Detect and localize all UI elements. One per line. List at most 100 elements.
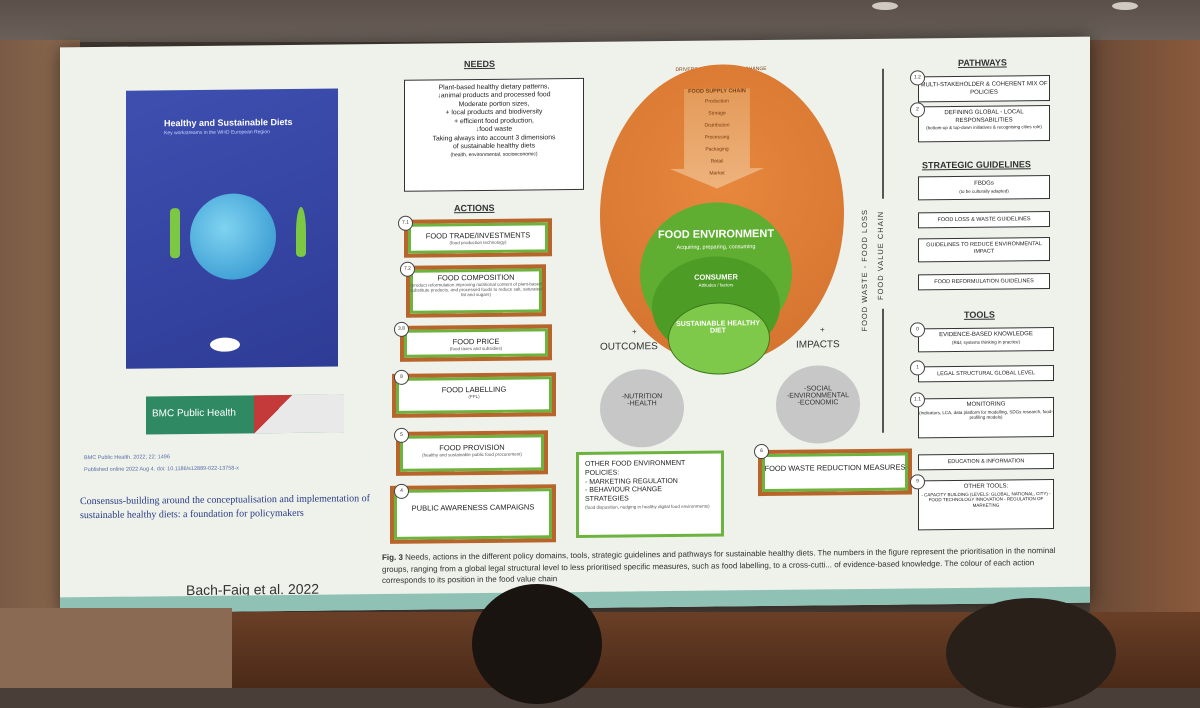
needs-box: Plant-based healthy dietary patterns, ↓a… bbox=[404, 77, 584, 192]
action-public-awareness: PUBLIC AWARENESS CAMPAIGNS bbox=[390, 484, 556, 544]
pathway-sub: (bottom-up & top-down initiatives & reco… bbox=[926, 124, 1042, 131]
priority-number: 8 bbox=[394, 369, 409, 385]
pathway-text: DEFINING GLOBAL - LOCAL RESPONSABILITIES bbox=[944, 109, 1024, 124]
chain-step: Distribution bbox=[704, 122, 730, 129]
figure-caption: Fig. 3 Needs, actions in the different p… bbox=[382, 545, 1062, 587]
tool-box: LEGAL STRUCTURAL GLOBAL LEVEL bbox=[918, 364, 1054, 383]
action-food-labelling: FOOD LABELLING (FPL) bbox=[392, 372, 556, 418]
chain-step: Market bbox=[709, 170, 725, 177]
globe-icon bbox=[190, 193, 276, 281]
action-sub: (food taxes and subsidies) bbox=[449, 345, 503, 352]
tools-header: TOOLS bbox=[964, 309, 995, 320]
priority-number: 5 bbox=[394, 427, 409, 443]
bmc-label: BMC Public Health bbox=[152, 407, 236, 420]
needs-line: (health, environmental, socioeconomic) bbox=[450, 151, 538, 159]
bmc-banner: BMC Public Health bbox=[146, 394, 344, 435]
priority-number: 4 bbox=[394, 483, 409, 499]
guideline-text: FOOD LOSS & WASTE GUIDELINES bbox=[937, 216, 1031, 224]
outcome-item: -HEALTH bbox=[627, 400, 657, 408]
chain-step: Processing bbox=[704, 134, 730, 141]
needs-header: NEEDS bbox=[464, 58, 496, 70]
tool-sub: - CAPACITY BUILDING (LEVELS: GLOBAL, NAT… bbox=[921, 490, 1051, 508]
tool-text: EDUCATION & INFORMATION bbox=[947, 458, 1025, 466]
actions-header: ACTIONS bbox=[454, 202, 495, 214]
action-sub: (FPL) bbox=[468, 393, 480, 400]
spoon-icon bbox=[296, 206, 306, 257]
fork-icon bbox=[170, 208, 180, 259]
food-environment-label: FOOD ENVIRONMENT bbox=[657, 227, 775, 242]
ceiling-light bbox=[872, 2, 898, 10]
action-title: FOOD PRICE bbox=[452, 336, 500, 347]
tool-text: LEGAL STRUCTURAL GLOBAL LEVEL bbox=[937, 370, 1035, 378]
action-food-composition: FOOD COMPOSITION (product reformulation … bbox=[406, 264, 546, 318]
guideline-box: FOOD REFORMULATION GUIDELINES bbox=[918, 273, 1050, 291]
journal-ref[interactable]: BMC Public Health. 2022; 22: 1496 bbox=[84, 454, 170, 462]
chain-step: Storage bbox=[708, 110, 726, 117]
audience-head bbox=[472, 584, 602, 704]
impacts-plus: + bbox=[820, 325, 825, 335]
action-title: FOOD LABELLING bbox=[441, 384, 507, 395]
action-food-provision: FOOD PROVISION (healthy and sustainable … bbox=[396, 430, 548, 476]
action-title: FOOD WASTE REDUCTION MEASURES bbox=[764, 462, 906, 474]
policy-sub: (food disposition, nudging in healthy di… bbox=[585, 503, 710, 510]
lectern bbox=[0, 608, 232, 688]
wall-right bbox=[1090, 40, 1200, 620]
tool-box: MONITORING (indicators, LCA, data platfo… bbox=[918, 396, 1054, 439]
priority-number: 7.2 bbox=[400, 261, 415, 277]
diet-circle bbox=[668, 301, 770, 376]
report-title: Healthy and Sustainable Diets bbox=[164, 116, 293, 129]
report-subtitle: Key workstreams in the WHO European Regi… bbox=[164, 129, 270, 137]
bmc-graphic bbox=[254, 394, 344, 434]
priority-number: 6 bbox=[754, 443, 769, 460]
other-policies-box: OTHER FOOD ENVIRONMENT POLICIES: - MARKE… bbox=[576, 450, 724, 538]
supply-chain-title: FOOD SUPPLY CHAIN bbox=[688, 88, 746, 95]
chain-step: Packaging bbox=[705, 146, 729, 153]
pathways-header: PATHWAYS bbox=[958, 57, 1007, 68]
priority-number: 1.2 bbox=[910, 70, 925, 86]
impact-item: -ECONOMIC bbox=[797, 399, 839, 407]
ceiling-light bbox=[1112, 2, 1138, 10]
priority-number: 1.1 bbox=[910, 392, 925, 408]
tool-box: OTHER TOOLS: - CAPACITY BUILDING (LEVELS… bbox=[918, 478, 1054, 531]
side-label-waste: FOOD WASTE - FOOD LOSS bbox=[860, 208, 869, 332]
impacts-circle: -SOCIAL -ENVIRONMENTAL -ECONOMIC bbox=[776, 365, 860, 444]
pathway-box: DEFINING GLOBAL - LOCAL RESPONSABILITIES… bbox=[918, 105, 1050, 143]
who-logo bbox=[210, 337, 240, 352]
caption-label: Fig. 3 bbox=[382, 552, 403, 563]
value-chain-arrow bbox=[882, 68, 884, 199]
outcomes-circle: -NUTRITION -HEALTH bbox=[600, 368, 684, 448]
guideline-text: FOOD REFORMULATION GUIDELINES bbox=[934, 278, 1034, 286]
value-chain-arrow bbox=[882, 308, 884, 433]
article-citation[interactable]: Consensus-building around the conceptual… bbox=[80, 493, 370, 521]
action-food-waste: FOOD WASTE REDUCTION MEASURES bbox=[758, 448, 912, 497]
action-food-trade: FOOD TRADE/INVESTMENTS (food production … bbox=[404, 218, 552, 258]
priority-number: 9 bbox=[910, 474, 925, 490]
diet-label: SUSTAINABLE HEALTHY DIET bbox=[676, 320, 760, 335]
guideline-box: FBDGs (to be culturally adapted) bbox=[918, 175, 1050, 201]
guidelines-header: STRATEGIC GUIDELINES bbox=[922, 159, 1031, 171]
guideline-text: GUIDELINES TO REDUCE ENVIRONMENTAL IMPAC… bbox=[926, 241, 1042, 255]
outcomes-label: OUTCOMES bbox=[600, 341, 658, 353]
chain-step: Production bbox=[705, 98, 729, 105]
outcomes-plus: + bbox=[632, 327, 637, 337]
projected-slide: Healthy and Sustainable Diets Key workst… bbox=[60, 36, 1090, 614]
action-title: PUBLIC AWARENESS CAMPAIGNS bbox=[411, 502, 535, 513]
audience-head bbox=[946, 598, 1116, 708]
guideline-box: GUIDELINES TO REDUCE ENVIRONMENTAL IMPAC… bbox=[918, 237, 1050, 263]
guideline-sub: (to be culturally adapted) bbox=[959, 187, 1009, 194]
priority-number: 3.8 bbox=[394, 321, 409, 337]
tool-box: EDUCATION & INFORMATION bbox=[918, 452, 1054, 471]
side-label-value-chain: FOOD VALUE CHAIN bbox=[876, 210, 885, 301]
pathway-box: MULTI-STAKEHOLDER & COHERENT MIX OF POLI… bbox=[918, 75, 1050, 103]
pathway-text: MULTI-STAKEHOLDER & COHERENT MIX OF POLI… bbox=[920, 81, 1048, 96]
report-cover: Healthy and Sustainable Diets Key workst… bbox=[126, 88, 338, 369]
guideline-box: FOOD LOSS & WASTE GUIDELINES bbox=[918, 211, 1050, 229]
priority-number: 7.1 bbox=[398, 215, 413, 231]
tool-sub: (indicators, LCA, data platform for mode… bbox=[919, 408, 1053, 420]
chain-step: Retail bbox=[710, 158, 724, 165]
published-ref[interactable]: Published online 2022 Aug 4. doi: 10.118… bbox=[84, 465, 239, 474]
action-food-price: FOOD PRICE (food taxes and subsidies) bbox=[400, 324, 552, 362]
consumer-label: CONSUMER bbox=[694, 272, 738, 282]
priority-number: 1 bbox=[910, 360, 925, 376]
caption-text: Needs, actions in the different policy d… bbox=[382, 545, 1056, 586]
